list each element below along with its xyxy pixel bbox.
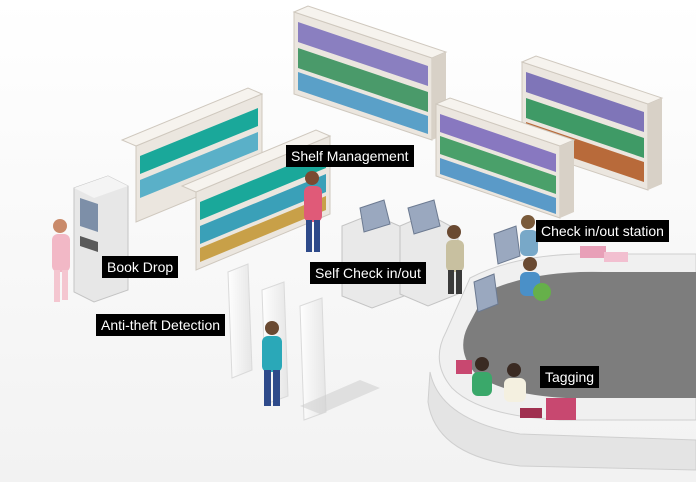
self-check-label: Self Check in/out [310,262,426,284]
book-drop-label: Book Drop [102,256,179,278]
shelf-management-label: Shelf Management [286,145,414,167]
person-icon [520,215,551,301]
check-station-label: Check in/out station [536,220,669,242]
circulation-desk-icon [427,225,696,471]
book-drop-kiosk-icon [73,175,129,303]
bookshelf-icon [434,97,576,219]
anti-theft-label: Anti-theft Detection [96,314,226,336]
person-icon [52,219,70,302]
security-gates-icon [227,263,380,421]
bookshelf-icon [292,5,448,141]
person-icon [262,321,282,406]
bookshelf-icon [120,87,264,223]
book-stack [580,246,606,258]
tagging-label: Tagging [540,366,600,388]
person-icon [304,171,322,252]
person-icon [446,225,464,294]
person-icon [472,357,526,402]
